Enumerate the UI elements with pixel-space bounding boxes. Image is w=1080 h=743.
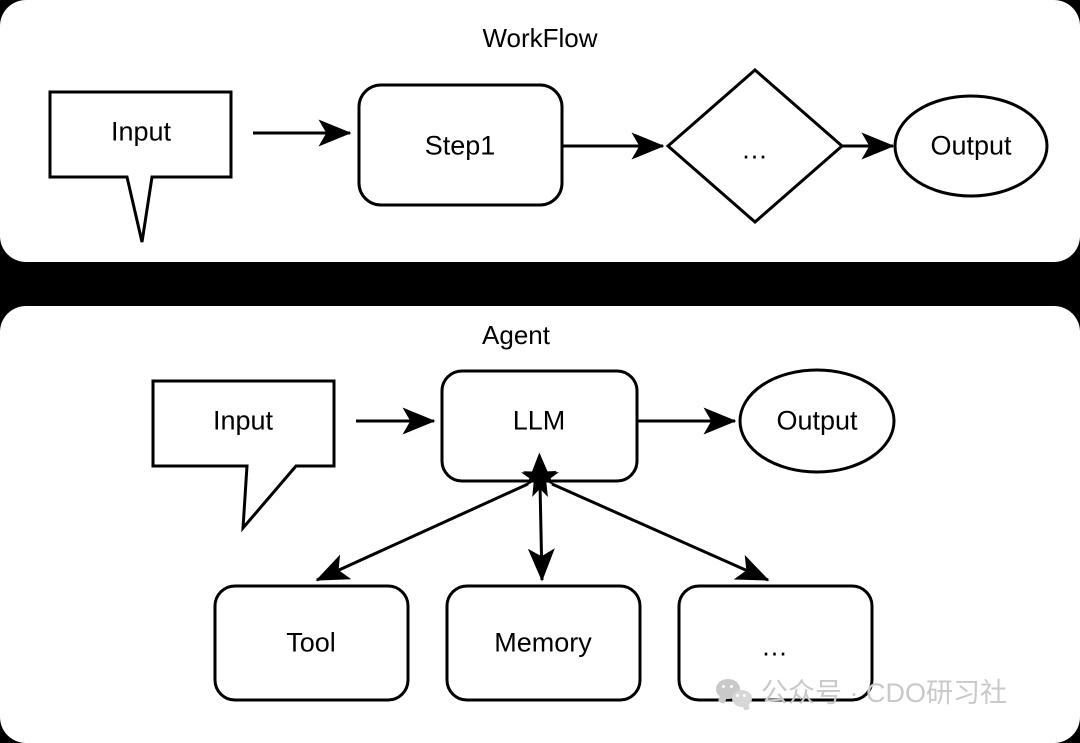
node-wf-input-label: Input <box>110 116 172 147</box>
node-wf-step1-label: Step1 <box>424 130 496 161</box>
panel-agent: Agent <box>0 306 1080 743</box>
node-ag-output-label: Output <box>776 405 858 436</box>
node-wf-dots-label: ... <box>742 134 768 165</box>
node-ag-dots-label: ... <box>762 631 788 662</box>
node-ag-llm-label: LLM <box>512 405 566 436</box>
node-wf-output-label: Output <box>930 130 1012 161</box>
node-ag-memory-label: Memory <box>494 627 592 658</box>
node-ag-input-label: Input <box>212 405 274 436</box>
panel-agent-title: Agent <box>482 320 550 350</box>
node-ag-tool-label: Tool <box>286 627 336 658</box>
panel-workflow-title: WorkFlow <box>482 23 598 53</box>
